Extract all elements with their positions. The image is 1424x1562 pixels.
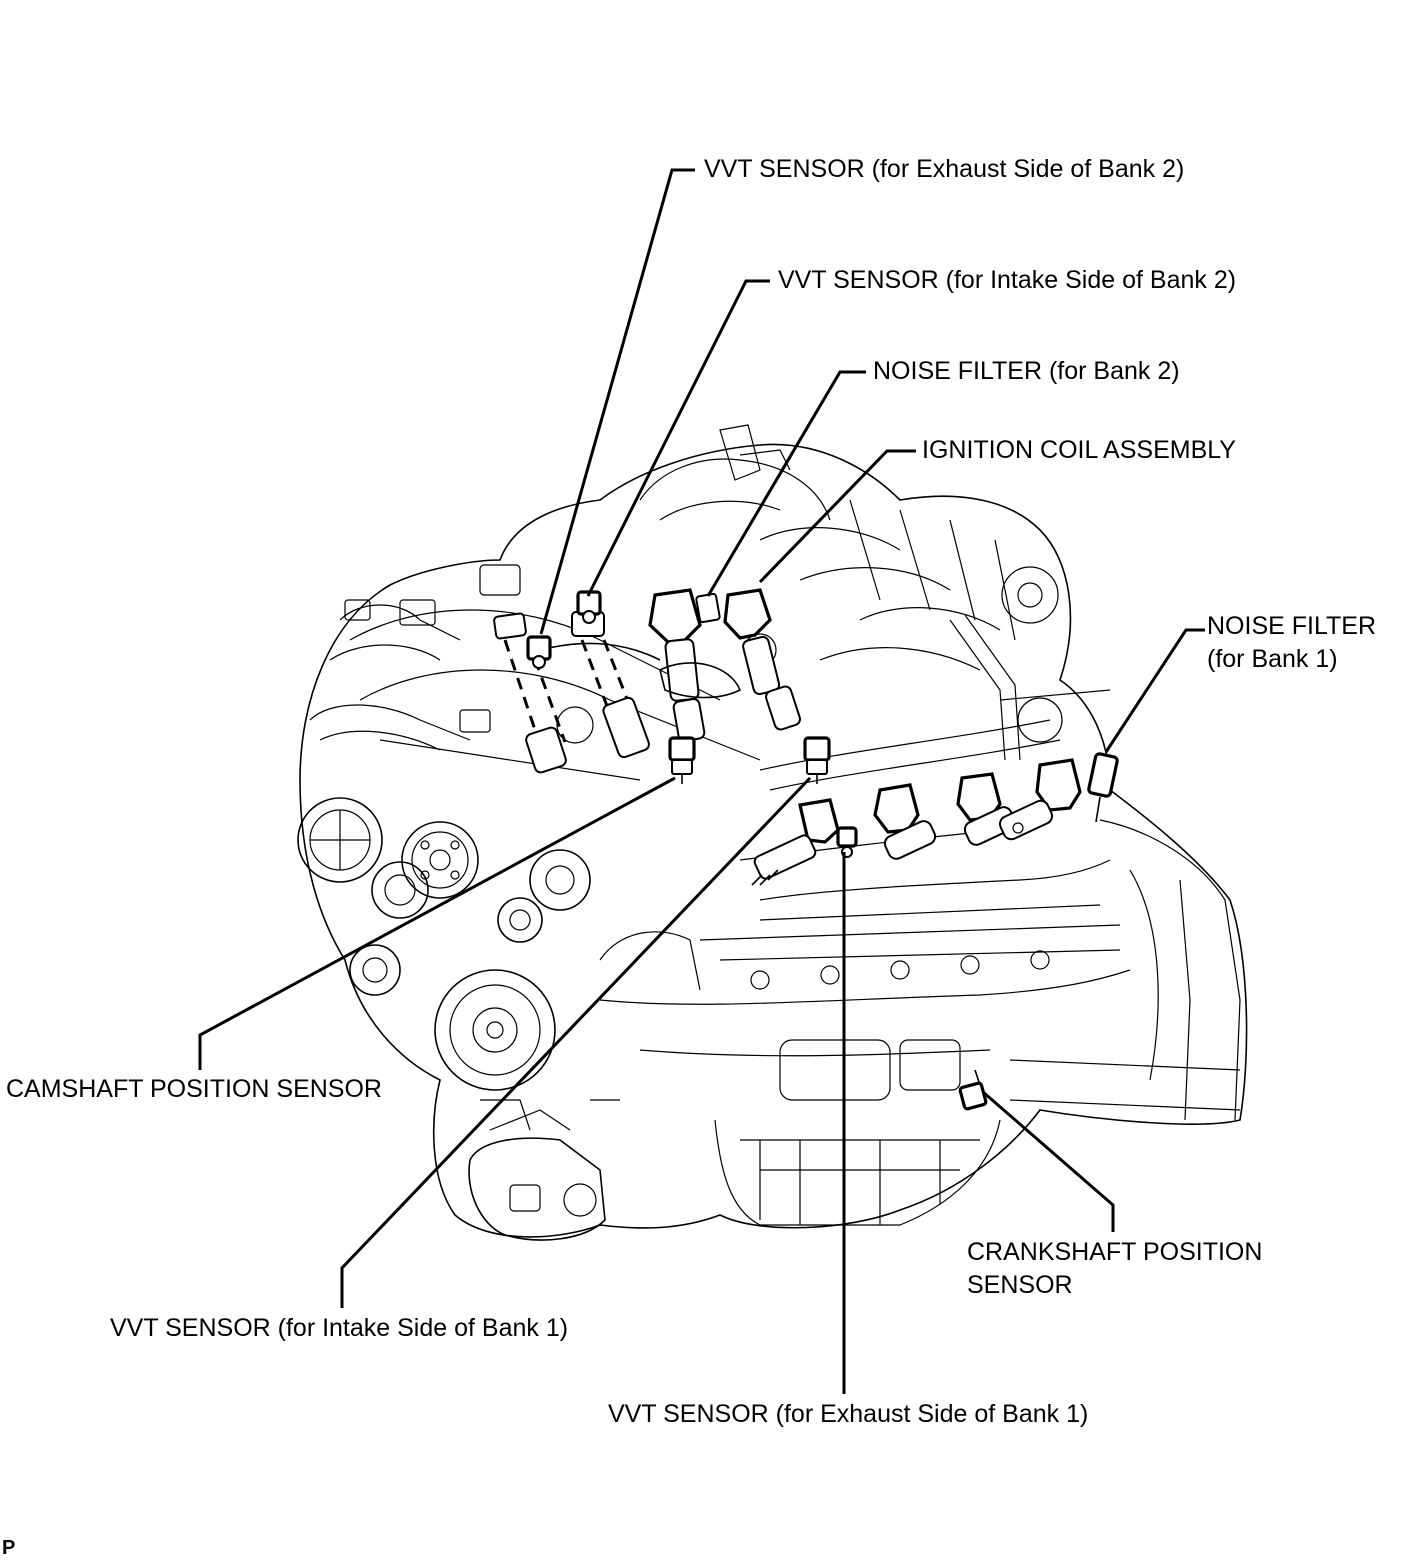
engine-block-outline [297, 424, 1248, 1241]
label-vvt-sensor-intake-bank2: VVT SENSOR (for Intake Side of Bank 2) [778, 266, 1237, 294]
vvt-sensor-exhaust-bank2[interactable] [526, 635, 552, 669]
camshaft-position-sensor[interactable] [668, 736, 696, 784]
label-ignition-coil-assembly: IGNITION COIL ASSEMBLY [922, 436, 1236, 464]
label-vvt-sensor-intake-bank1: VVT SENSOR (for Intake Side of Bank 1) [110, 1314, 569, 1342]
ignition-coil-bank2-2 [571, 611, 650, 759]
label-crankshaft-position-sensor: CRANKSHAFT POSITION SENSOR [967, 1236, 1262, 1302]
ignition-coil-bank2-4[interactable] [723, 588, 802, 731]
crank-pulley-large [434, 969, 556, 1091]
leader-vvt-intake-bank2 [586, 279, 770, 597]
ignition-coil-bank1-2 [873, 783, 937, 860]
noise-filter-bank1[interactable] [1087, 752, 1119, 823]
oil-filter-housing [468, 1109, 606, 1241]
leader-lines [198, 168, 1205, 1394]
leader-vvt-intake-bank1 [340, 776, 812, 1308]
label-crankshaft-position-sensor-line2: SENSOR [967, 1271, 1073, 1299]
vvt-sensor-intake-bank1[interactable] [803, 736, 831, 784]
vvt-sensor-exhaust-bank1[interactable] [836, 826, 858, 858]
pump-pulley [349, 944, 401, 996]
label-camshaft-position-sensor: CAMSHAFT POSITION SENSOR [6, 1075, 382, 1103]
ignition-coil-bank1-4 [998, 758, 1082, 841]
ignition-coil-bank1-1 [751, 798, 840, 886]
ignition-coil-bank2-3[interactable] [648, 588, 706, 743]
ignition-coil-bank2-1 [493, 612, 567, 774]
vvt-sensor-intake-bank2[interactable] [576, 590, 602, 624]
label-vvt-sensor-exhaust-bank1: VVT SENSOR (for Exhaust Side of Bank 1) [608, 1400, 1089, 1428]
label-noise-filter-bank1-line1: NOISE FILTER [1207, 612, 1377, 640]
tensioner-pulley [529, 849, 591, 911]
ignition-coil-bank1-3 [956, 772, 1017, 846]
corner-mark: P [2, 1537, 16, 1559]
crankshaft-position-sensor[interactable] [958, 1069, 988, 1111]
label-noise-filter-bank1-line2: (for Bank 1) [1207, 645, 1338, 673]
leader-vvt-exhaust-bank2 [539, 168, 695, 635]
leader-camshaft-sensor [198, 776, 676, 1070]
leader-noise-filter-bank1 [1104, 628, 1205, 753]
label-noise-filter-bank2: NOISE FILTER (for Bank 2) [873, 357, 1180, 385]
leader-ignition-coil [758, 449, 916, 584]
label-crankshaft-position-sensor-line1: CRANKSHAFT POSITION [967, 1238, 1263, 1266]
label-vvt-sensor-exhaust-bank2: VVT SENSOR (for Exhaust Side of Bank 2) [704, 155, 1185, 183]
label-noise-filter-bank1: NOISE FILTER (for Bank 1) [1207, 610, 1376, 676]
alternator-pulley [401, 821, 479, 899]
leader-crankshaft-sensor [982, 1090, 1115, 1232]
timing-pulley [497, 897, 543, 943]
noise-filter-bank2[interactable] [695, 592, 721, 624]
fan-pulley [297, 797, 383, 883]
leader-noise-filter-bank2 [706, 370, 866, 597]
idler-pulley [371, 861, 429, 919]
